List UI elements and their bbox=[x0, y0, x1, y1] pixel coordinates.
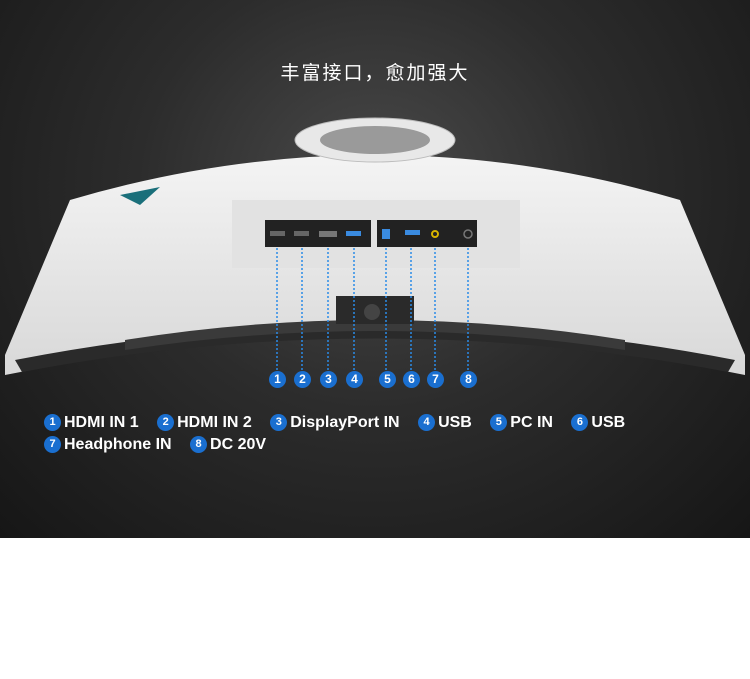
callout-7: 7 bbox=[427, 371, 444, 388]
monitor-rear-image bbox=[5, 117, 745, 375]
callout-2: 2 bbox=[294, 371, 311, 388]
legend-number: 8 bbox=[190, 436, 208, 453]
callout-5: 5 bbox=[379, 371, 396, 388]
legend-label: USB bbox=[591, 413, 626, 431]
legend-label: USB bbox=[438, 413, 472, 431]
legend-label: DisplayPort IN bbox=[290, 413, 400, 431]
callout-4: 4 bbox=[346, 371, 363, 388]
callout-6: 6 bbox=[403, 371, 420, 388]
legend-number: 1 bbox=[44, 414, 61, 431]
legend-number: 6 bbox=[571, 414, 589, 431]
banner-title: 丰富接口，愈加强大 bbox=[280, 63, 470, 84]
callout-1: 1 bbox=[269, 371, 286, 388]
legend-label: HDMI IN 2 bbox=[177, 413, 252, 431]
legend-number: 2 bbox=[157, 414, 175, 431]
legend-number: 5 bbox=[490, 414, 508, 431]
callout-3: 3 bbox=[320, 371, 337, 388]
legend-label: Headphone IN bbox=[64, 435, 172, 453]
legend-label: PC IN bbox=[510, 413, 553, 431]
product-banner: 丰富接口，愈加强大 1 2 3 4 bbox=[0, 0, 750, 538]
legend-label: DC 20V bbox=[210, 435, 267, 453]
callout-8: 8 bbox=[460, 371, 477, 388]
legend-number: 7 bbox=[44, 436, 61, 453]
legend-number: 3 bbox=[270, 414, 288, 431]
legend-label: HDMI IN 1 bbox=[64, 413, 139, 431]
legend-number: 4 bbox=[418, 414, 436, 431]
